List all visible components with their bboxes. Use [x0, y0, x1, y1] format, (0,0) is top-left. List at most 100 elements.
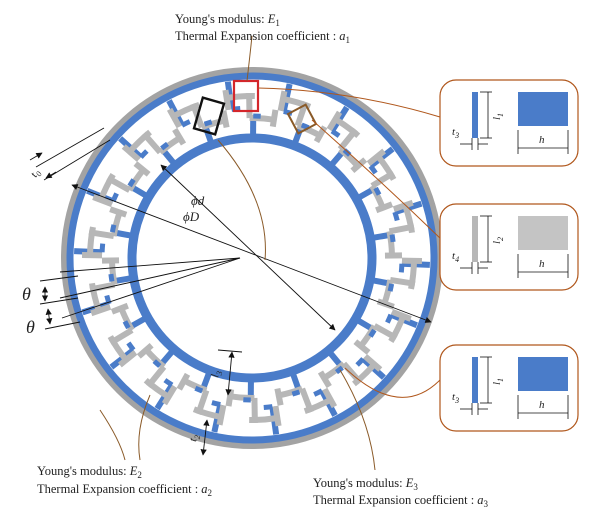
blue-foot-arc: [163, 378, 174, 388]
gray-meander-inner-arc: [249, 115, 275, 123]
blue-foot-arc: [334, 365, 344, 375]
gray-meander-tip: [216, 404, 227, 426]
gray-meander-tip: [272, 405, 282, 427]
gray-meander-tip: [313, 125, 328, 144]
blue-foot-arc: [180, 119, 191, 128]
blue-foot-arc: [291, 389, 301, 397]
blue-foot-arc: [99, 243, 106, 253]
callout-connectors: [257, 87, 443, 398]
blue-foot-arc: [313, 388, 324, 397]
gray-meander-link: [299, 387, 314, 414]
callout-beam-side: [472, 216, 478, 262]
blue-foot-arc: [387, 283, 395, 292]
gray-meander-link: [389, 276, 416, 287]
callout-thickness-label: t3: [452, 391, 459, 405]
unit-cell-highlight-red: [232, 79, 260, 113]
blue-foot-arc: [342, 148, 352, 157]
gray-meander-tip: [166, 107, 182, 129]
gray-meander-tip: [363, 354, 383, 372]
blue-foot-arc: [109, 224, 117, 233]
gray-meander-tip: [161, 385, 178, 406]
bottom-dimensions: [200, 349, 243, 456]
annotation-leaders: [99, 35, 376, 471]
annotation-bottom-right-line2: Thermal Expansion coefficient : a3: [313, 493, 489, 509]
blue-foot-arc: [330, 128, 341, 138]
gray-meander-tip: [172, 127, 187, 146]
inner-blue-ring: [127, 133, 377, 383]
blue-foot-arc: [211, 400, 221, 408]
callout-length-label: l2: [491, 237, 505, 244]
theta-dimension: [39, 275, 81, 330]
callout-width-label: h: [539, 258, 545, 270]
callout-beam-side: [472, 92, 478, 138]
annotation-top-line2: Thermal Expansion coefficient : a1: [175, 29, 350, 45]
callout-beam-side: [472, 357, 478, 403]
gray-meander-tip: [225, 388, 235, 407]
gray-meander-link: [88, 229, 115, 240]
callout-thickness-label: t4: [452, 250, 459, 264]
blue-foot-arc: [368, 164, 378, 175]
gray-meander-tip: [117, 350, 138, 368]
gray-meander-tip: [136, 342, 154, 359]
blue-foot-arc: [139, 149, 149, 159]
blue-foot-arc: [152, 359, 162, 368]
gray-meander-link: [337, 127, 359, 152]
outer-diameter-label: ϕD: [183, 209, 200, 224]
gray-meander-inner-arc: [229, 393, 255, 401]
gray-meander-link: [195, 389, 210, 415]
theta-label-1: θ: [22, 284, 31, 304]
diameter-dimension-lines: [59, 164, 432, 331]
t0-dimension: [29, 127, 111, 181]
gray-meander-tip: [121, 144, 141, 162]
theta-label-2: θ: [26, 317, 35, 337]
callout-beam-face: [518, 92, 568, 126]
annotation-top-line1: Young's modulus: E1: [175, 12, 280, 28]
gray-meander-tip: [269, 109, 279, 128]
blue-foot-arc: [368, 328, 377, 338]
gray-meander-tip: [322, 387, 338, 409]
annotation-bottom-left-line1: Young's modulus: E2: [37, 464, 142, 480]
blue-foot-arc: [389, 234, 396, 243]
blue-foot-arc: [160, 141, 170, 151]
blue-foot-arc: [203, 119, 213, 127]
outer-blue-ring: [66, 72, 438, 444]
unit-cell-highlight-brown: [286, 103, 318, 135]
callout-thickness-label: t3: [452, 126, 459, 140]
callout-2: l2 t4 h: [439, 203, 579, 291]
blue-foot-arc: [355, 357, 365, 367]
gray-meander-tip: [277, 90, 288, 112]
inner-diameter-label: ϕd: [191, 193, 205, 208]
gray-meander-tip: [222, 89, 232, 111]
gray-meander-tip: [274, 387, 284, 406]
blue-foot-arc: [110, 192, 119, 203]
gray-meander-tip: [176, 372, 191, 391]
blue-foot-arc: [127, 178, 136, 188]
gray-meander-tip: [317, 370, 332, 389]
blue-foot-arc: [263, 404, 273, 411]
callout-width-label: h: [539, 134, 545, 146]
gray-meander-tip: [133, 161, 151, 177]
blue-foot-arc: [283, 108, 293, 116]
gray-meander-link: [141, 131, 163, 155]
blue-foot-arc: [108, 273, 115, 282]
blue-foot-arc: [126, 341, 136, 352]
blue-foot-arc: [398, 263, 405, 273]
gray-meander-tip: [350, 157, 368, 174]
gray-meander-link: [109, 327, 134, 346]
gray-meander-link: [370, 170, 395, 189]
callout-beam-face: [518, 216, 568, 250]
callout-length-label: l1: [491, 113, 505, 120]
l3-label: l3: [209, 369, 224, 378]
callout-beam-face: [518, 357, 568, 391]
blue-foot-arc: [392, 211, 400, 222]
blue-foot-arc: [122, 320, 131, 330]
t2-label: t2: [187, 433, 202, 442]
gray-meander-link: [145, 364, 167, 389]
blue-foot-arc: [385, 313, 394, 324]
callout-1: l1 t3 h: [439, 79, 579, 167]
gray-meander-link: [341, 361, 363, 385]
gray-meander-tip: [366, 148, 387, 166]
blue-foot-arc: [231, 105, 241, 112]
